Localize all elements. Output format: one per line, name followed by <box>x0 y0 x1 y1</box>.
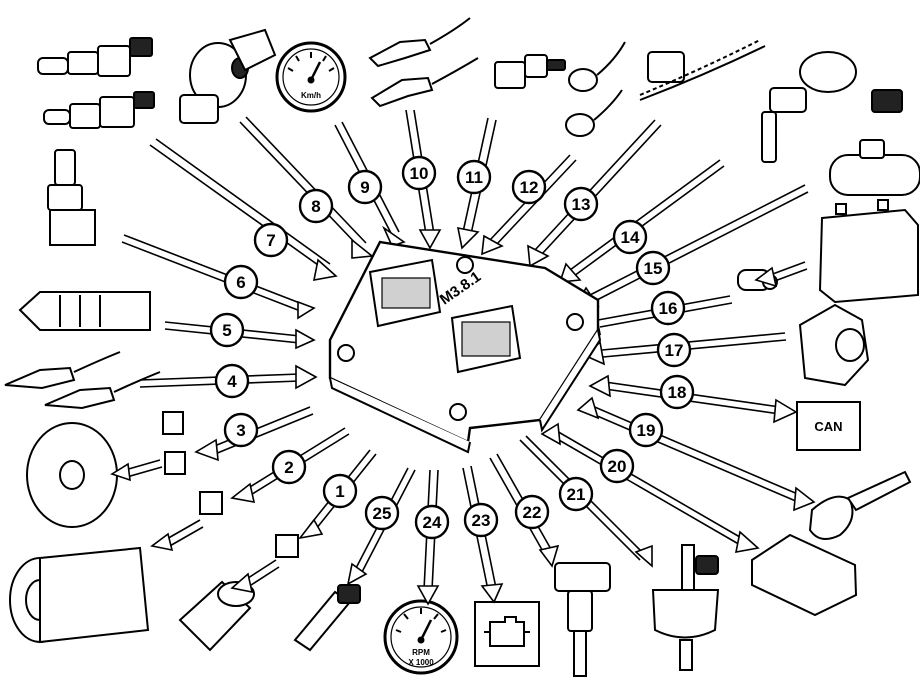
callout-22: 22 <box>516 496 548 528</box>
callout-13: 13 <box>565 188 597 220</box>
ac-compressor-icon <box>10 548 148 642</box>
callout-number: 14 <box>621 228 640 247</box>
callout-8: 8 <box>300 190 332 222</box>
callout-number: 3 <box>236 421 245 440</box>
callout-number: 2 <box>284 458 293 477</box>
key-transponder-icon <box>810 472 910 539</box>
callout-10: 10 <box>403 157 435 189</box>
crankshaft-sensor-icon <box>180 30 275 123</box>
tachometer-unit: RPM <box>412 648 430 657</box>
purge-valve-icon <box>653 545 718 670</box>
can-box-label: CAN <box>814 419 842 434</box>
arrow-7 <box>150 145 325 270</box>
callout-20: 20 <box>601 450 633 482</box>
callout-number: 4 <box>227 372 237 391</box>
callout-16: 16 <box>652 292 684 324</box>
callout-number: 19 <box>637 421 656 440</box>
callout-25: 25 <box>366 497 398 529</box>
can-bus-box: CAN <box>797 402 860 450</box>
engine-warning-lamp-icon <box>475 602 539 666</box>
callout-number: 7 <box>266 231 275 250</box>
gear-selector-icon <box>20 292 150 330</box>
callout-number: 1 <box>335 482 344 501</box>
fuel-injector-icon <box>295 585 360 650</box>
callout-2: 2 <box>273 451 305 483</box>
callout-number: 10 <box>410 164 429 183</box>
callout-number: 11 <box>465 168 483 187</box>
callout-number: 15 <box>644 259 663 278</box>
callout-number: 9 <box>360 178 369 197</box>
callout-number: 18 <box>668 383 687 402</box>
callout-6: 6 <box>225 266 257 298</box>
airflow-meter-icon <box>830 140 920 195</box>
callout-7: 7 <box>255 224 287 256</box>
callout-number: 13 <box>572 195 591 214</box>
arrow-17 <box>602 333 785 350</box>
callout-21: 21 <box>560 478 592 510</box>
battery-icon <box>820 200 918 302</box>
throttle-body-icon <box>800 305 868 385</box>
diagnostic-connector-icon <box>752 535 856 615</box>
callout-number: 16 <box>659 299 678 318</box>
camshaft-sensor-icon <box>640 40 765 100</box>
knock-sensor-icon <box>566 42 625 136</box>
callout-23: 23 <box>465 504 497 536</box>
callout-number: 17 <box>665 341 684 360</box>
callout-9: 9 <box>349 171 381 203</box>
oxygen-sensor-icon <box>370 18 478 106</box>
fuel-pump-icon <box>180 582 254 650</box>
tachometer-icon: RPM X 1000 <box>385 601 457 673</box>
callout-number: 21 <box>567 485 586 504</box>
tachometer-scale: X 1000 <box>408 658 434 667</box>
callout-4: 4 <box>216 365 248 397</box>
oxygen-sensor-left-icon <box>5 352 160 408</box>
callout-number: 12 <box>520 178 539 197</box>
callout-number: 5 <box>222 321 231 340</box>
callout-15: 15 <box>637 252 669 284</box>
callout-11: 11 <box>458 161 490 193</box>
callout-number: 6 <box>236 273 245 292</box>
temperature-sensor-icon <box>495 55 565 88</box>
callout-number: 20 <box>608 457 627 476</box>
callout-number: 24 <box>423 513 442 532</box>
speedometer-unit: Km/h <box>301 91 321 100</box>
callout-number: 23 <box>472 511 491 530</box>
brake-switch-icon <box>38 38 154 128</box>
callout-18: 18 <box>661 376 693 408</box>
callout-24: 24 <box>416 506 448 538</box>
callout-12: 12 <box>513 171 545 203</box>
callout-1: 1 <box>324 475 356 507</box>
callout-number: 8 <box>311 197 320 216</box>
ecm-module: M3.8.1 <box>330 242 600 452</box>
cooling-fan-icon <box>27 423 117 527</box>
ignition-coil-icon <box>555 563 610 676</box>
callout-17: 17 <box>658 334 690 366</box>
callout-5: 5 <box>211 314 243 346</box>
callout-3: 3 <box>225 414 257 446</box>
speedometer-icon: Km/h <box>277 43 345 111</box>
pressure-switch-icon <box>48 150 95 245</box>
callout-number: 22 <box>523 503 542 522</box>
callout-number: 25 <box>373 504 392 523</box>
callout-19: 19 <box>630 414 662 446</box>
callout-14: 14 <box>614 221 646 253</box>
